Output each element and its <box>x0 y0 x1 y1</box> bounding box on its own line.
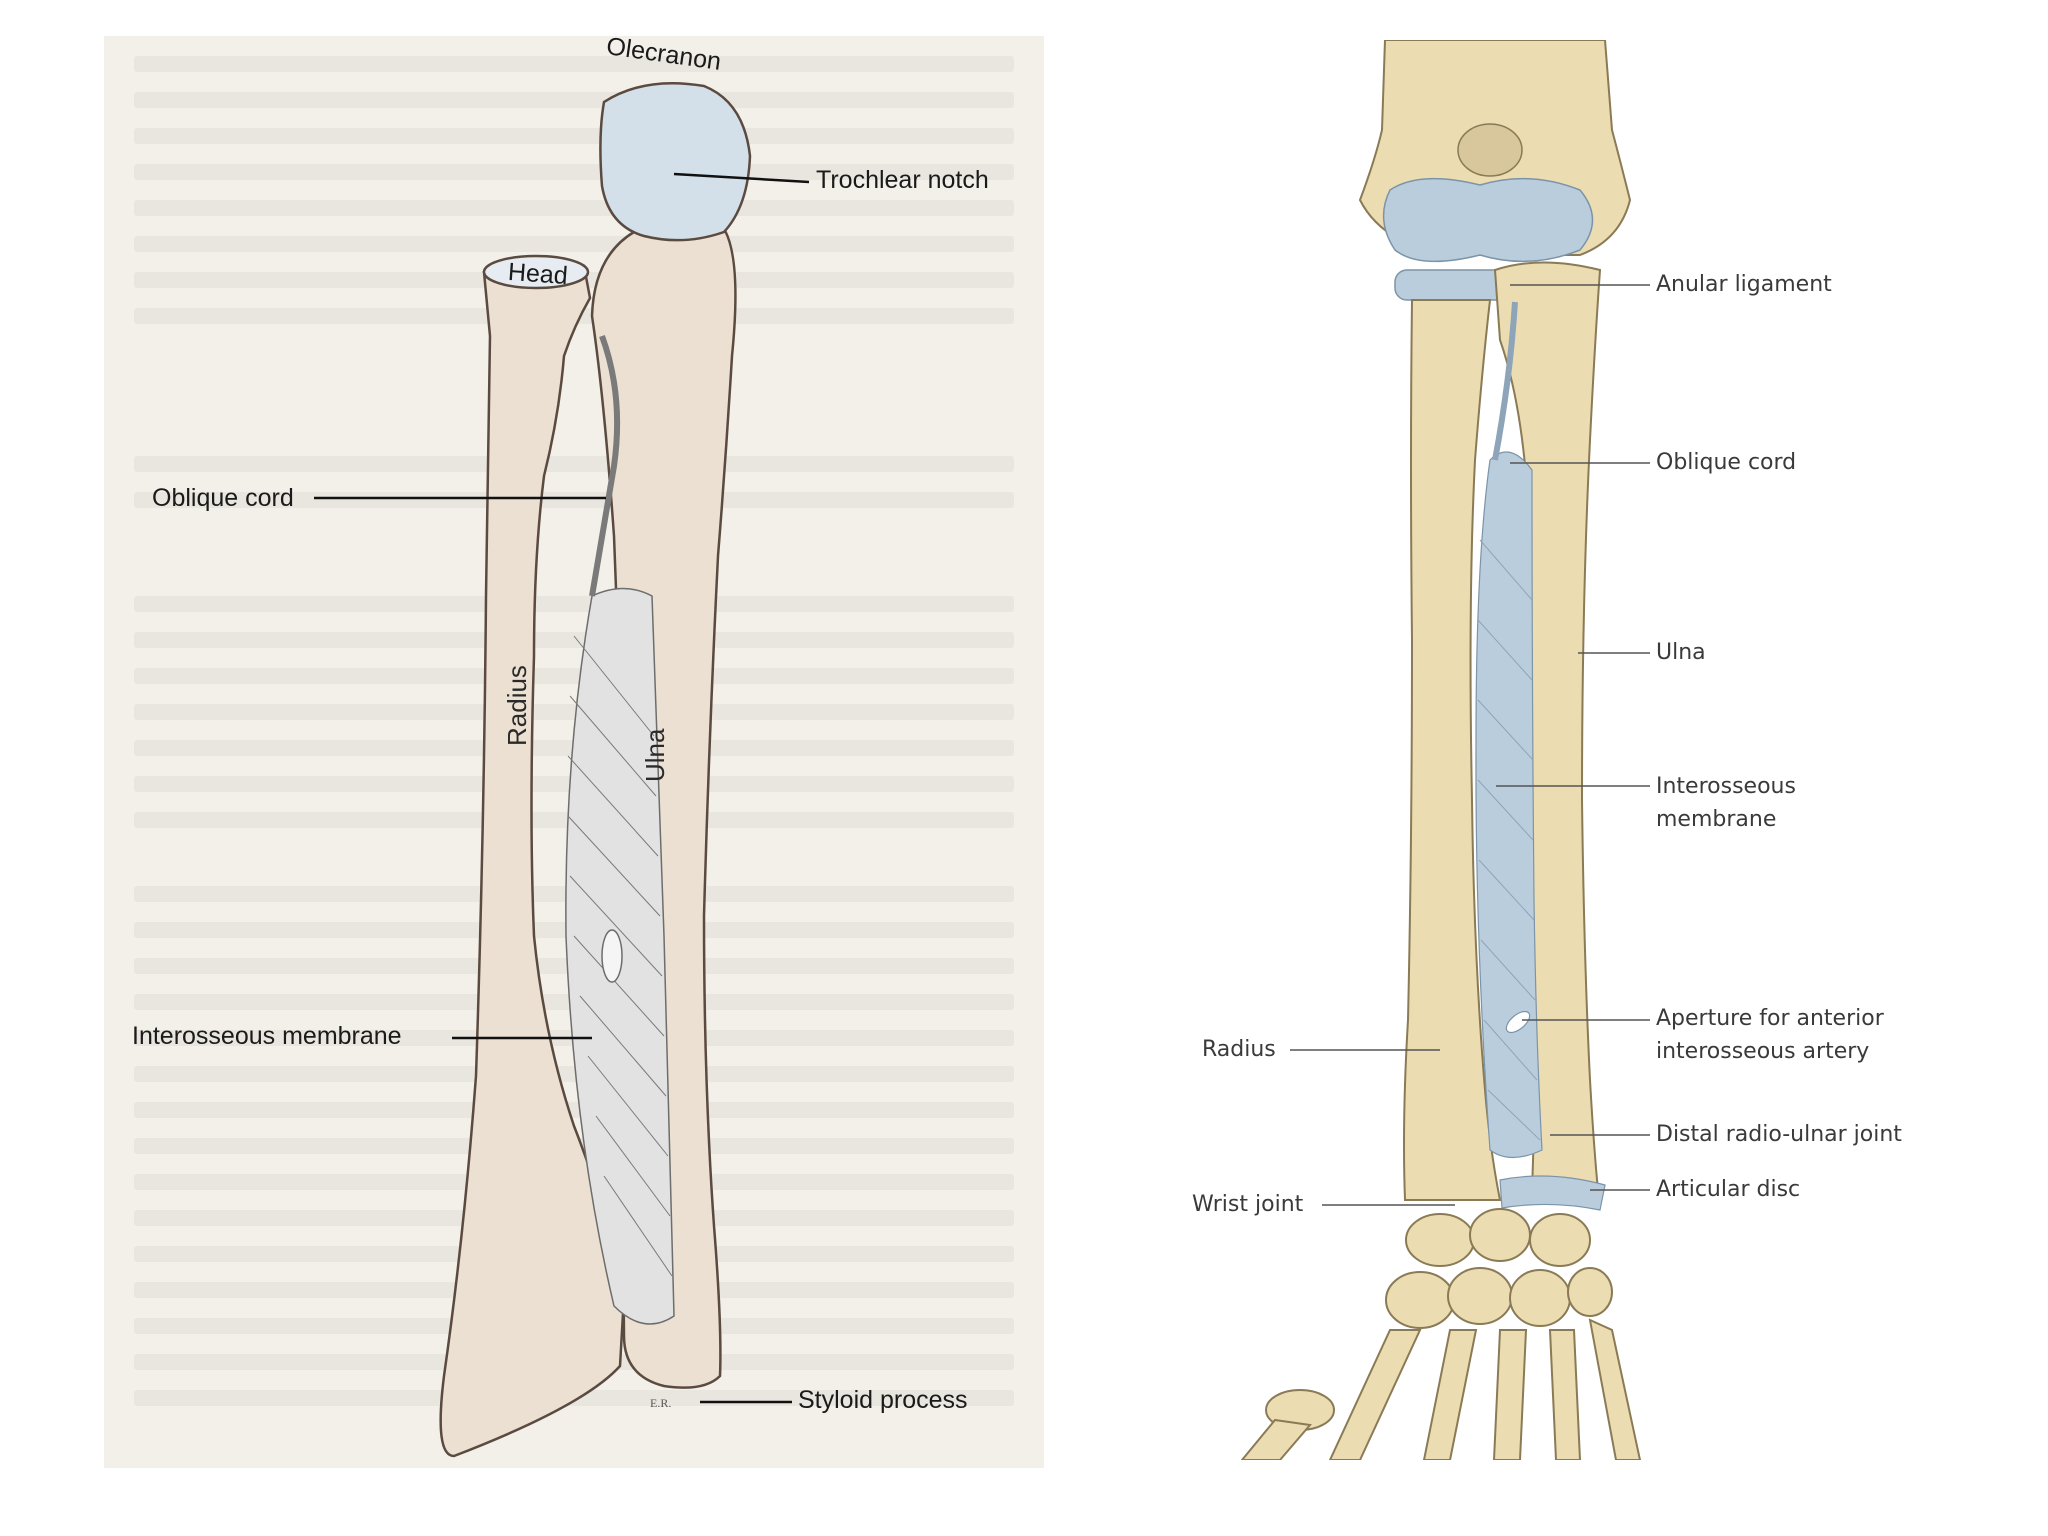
label-styloid-process: Styloid process <box>798 1386 968 1415</box>
label-ulna-right: Ulna <box>1656 636 1706 669</box>
label-radius-left: Radius <box>502 665 533 746</box>
label-articular-disc: Articular disc <box>1656 1173 1800 1206</box>
right-forearm-drawing <box>1150 40 1970 1460</box>
label-distal-radio-ulnar-joint: Distal radio-ulnar joint <box>1656 1118 1902 1151</box>
left-illustration-panel: Olecranon Trochlear notch Head Oblique c… <box>104 36 1044 1468</box>
label-interosseous-membrane-right-line1: Interosseous <box>1656 770 1796 803</box>
label-aperture-line2: interosseous artery <box>1656 1035 1869 1068</box>
label-oblique-cord-left: Oblique cord <box>152 484 294 513</box>
label-interosseous-membrane-left: Interosseous membrane <box>132 1022 402 1051</box>
label-oblique-cord-right: Oblique cord <box>1656 446 1796 479</box>
label-interosseous-membrane-right-line2: membrane <box>1656 803 1776 836</box>
right-carpal-bones <box>1386 1209 1612 1328</box>
right-illustration-panel: Anular ligament Oblique cord Ulna Intero… <box>1150 40 1970 1460</box>
right-interosseous-membrane <box>1476 452 1542 1158</box>
label-head: Head <box>507 258 569 291</box>
left-olecranon <box>600 83 750 240</box>
left-forearm-drawing <box>104 36 1044 1468</box>
label-anular-ligament: Anular ligament <box>1656 268 1832 301</box>
left-membrane-aperture <box>602 930 622 982</box>
label-radius-right: Radius <box>1202 1033 1276 1066</box>
label-wrist-joint: Wrist joint <box>1192 1188 1303 1221</box>
label-ulna-left: Ulna <box>640 729 671 782</box>
label-trochlear-notch: Trochlear notch <box>816 166 989 195</box>
right-metacarpal-bones <box>1242 1320 1640 1460</box>
artist-signature: E.R. <box>650 1396 671 1411</box>
right-articular-disc <box>1500 1176 1605 1210</box>
right-elbow-cartilage <box>1384 179 1593 262</box>
label-aperture-line1: Aperture for anterior <box>1656 1002 1884 1035</box>
right-fossa <box>1458 124 1522 176</box>
